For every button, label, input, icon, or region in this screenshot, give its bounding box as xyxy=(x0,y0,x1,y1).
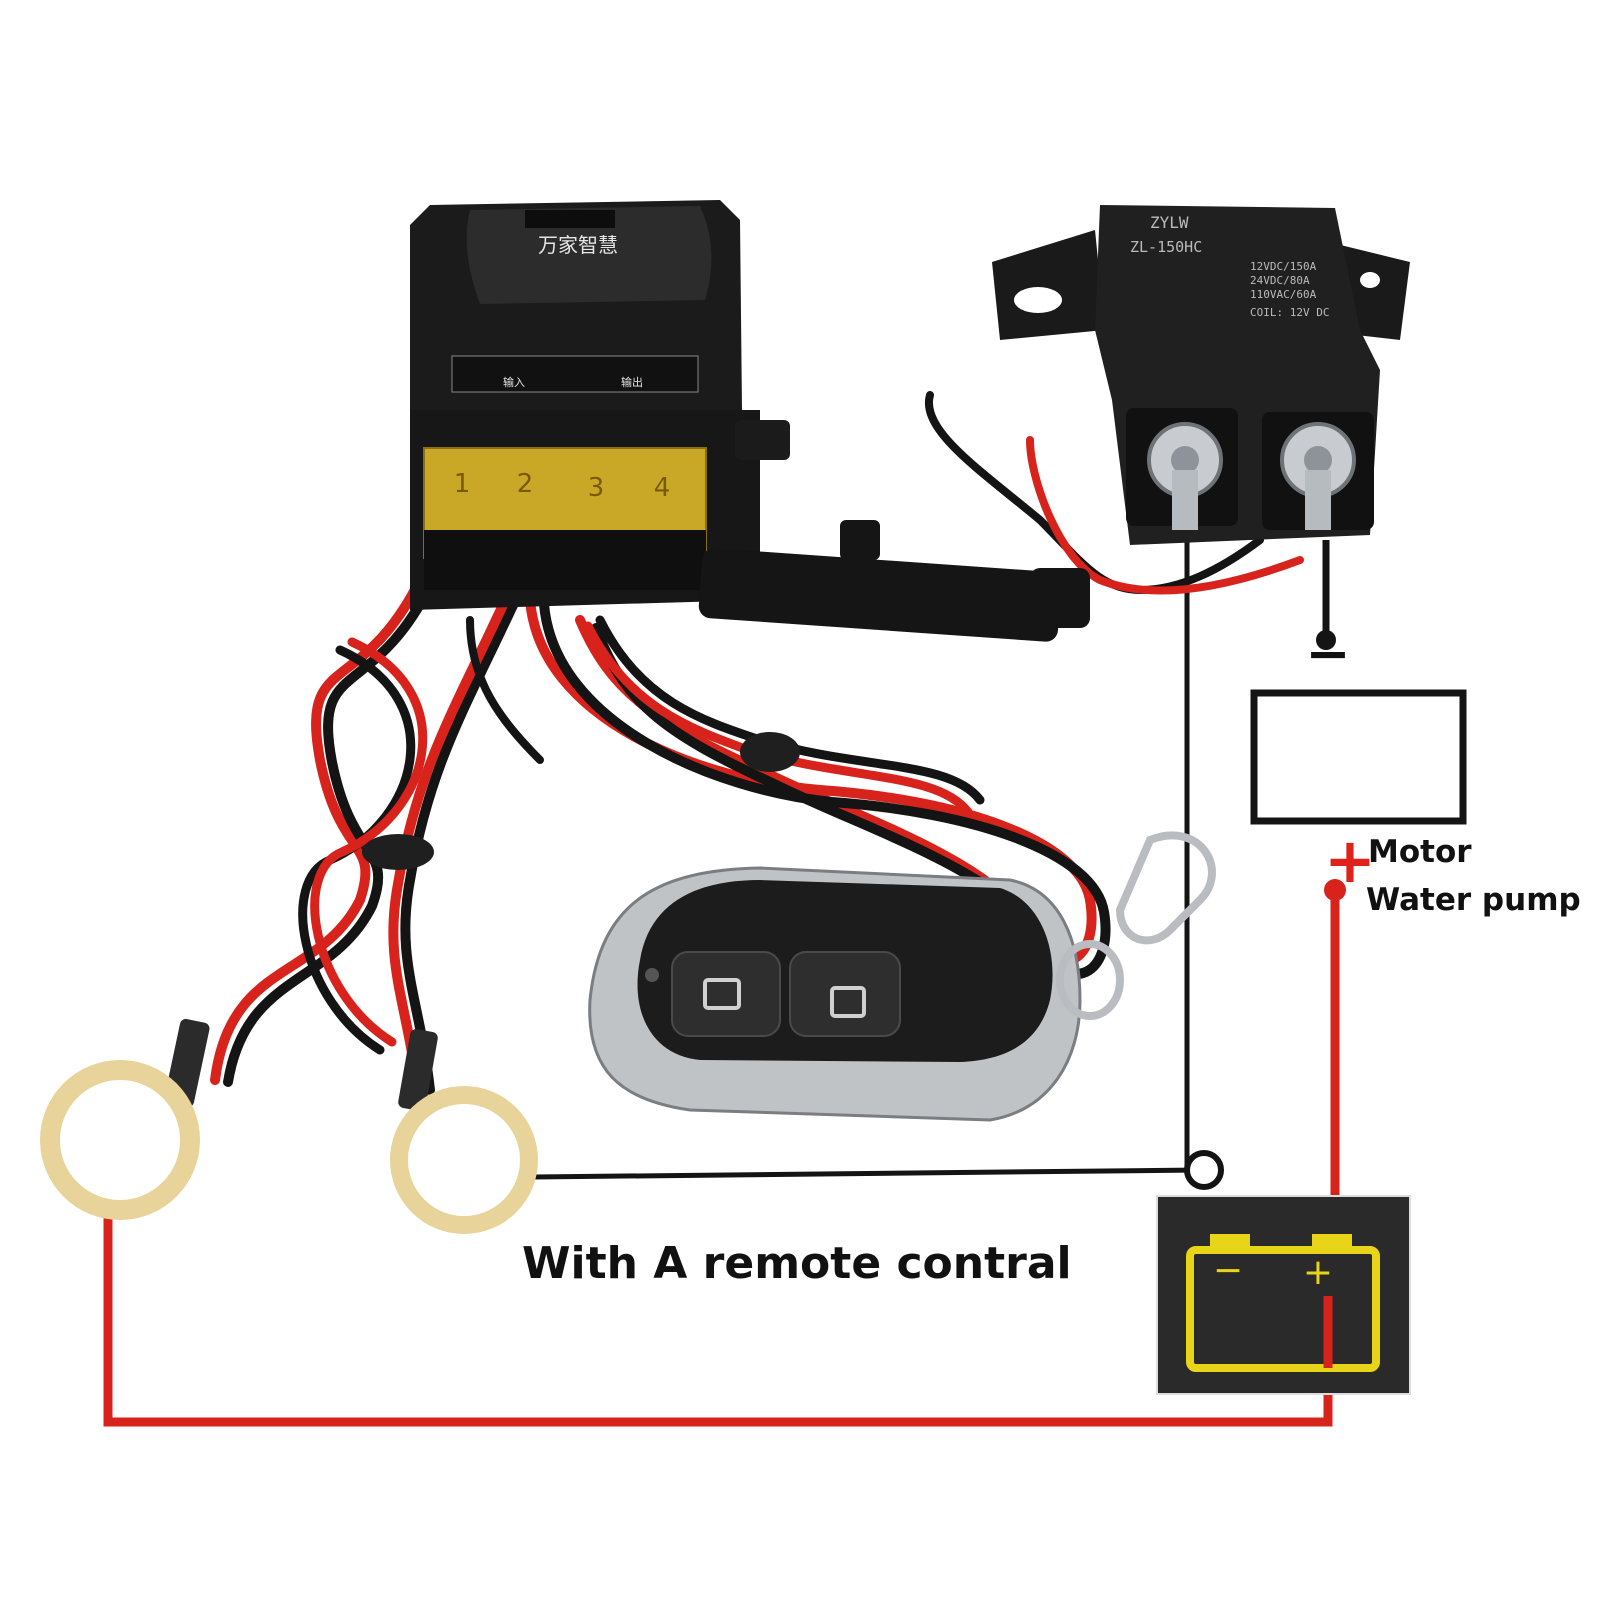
remote-fob xyxy=(588,831,1216,1122)
battery-plus-label: + xyxy=(1303,1252,1333,1293)
load-positive-dot xyxy=(1324,879,1346,901)
ground-minus-sign: − xyxy=(1305,622,1350,685)
load-plus-sign: + xyxy=(1324,824,1376,897)
remote-unlock-button xyxy=(789,951,901,1037)
remote-lock-button xyxy=(671,951,781,1037)
controller-output-label: 输出 xyxy=(621,375,643,389)
relay-spec-line-2: 24VDC/80A xyxy=(1250,274,1310,287)
relay-model: ZL-150HC xyxy=(1130,238,1202,256)
junction-node xyxy=(1184,1150,1224,1190)
wire-bundle xyxy=(210,391,1304,1099)
battery-minus-label: − xyxy=(1213,1250,1243,1291)
relay-coil-text: COIL: 12V DC xyxy=(1250,306,1329,319)
terminal-number-3: 3 xyxy=(588,473,605,503)
terminal-number-4: 4 xyxy=(654,473,671,503)
relay xyxy=(992,205,1410,545)
ground-node xyxy=(1316,630,1336,650)
controller-brand: 万家智慧 xyxy=(538,233,618,257)
load-label-motor: Motor xyxy=(1368,834,1472,870)
load-label-water-pump: Water pump xyxy=(1366,882,1581,918)
controller-receiver xyxy=(410,200,790,610)
ring-terminal-left xyxy=(40,1018,210,1220)
load-box xyxy=(1250,689,1467,825)
controller-input-label: 输入 xyxy=(503,375,525,389)
relay-spec-line-1: 12VDC/150A xyxy=(1250,260,1317,273)
black-wire-ring-to-battery xyxy=(533,1167,1201,1180)
waterproof-connector xyxy=(698,520,1090,642)
terminal-number-1: 1 xyxy=(454,469,471,499)
relay-brand: ZYLW xyxy=(1150,213,1189,232)
relay-spec-line-3: 110VAC/60A xyxy=(1250,288,1317,301)
ring-terminal-right xyxy=(390,1029,538,1234)
caption: With A remote contral xyxy=(522,1238,1072,1289)
battery-icon xyxy=(1156,1195,1411,1395)
terminal-number-2: 2 xyxy=(517,469,534,499)
